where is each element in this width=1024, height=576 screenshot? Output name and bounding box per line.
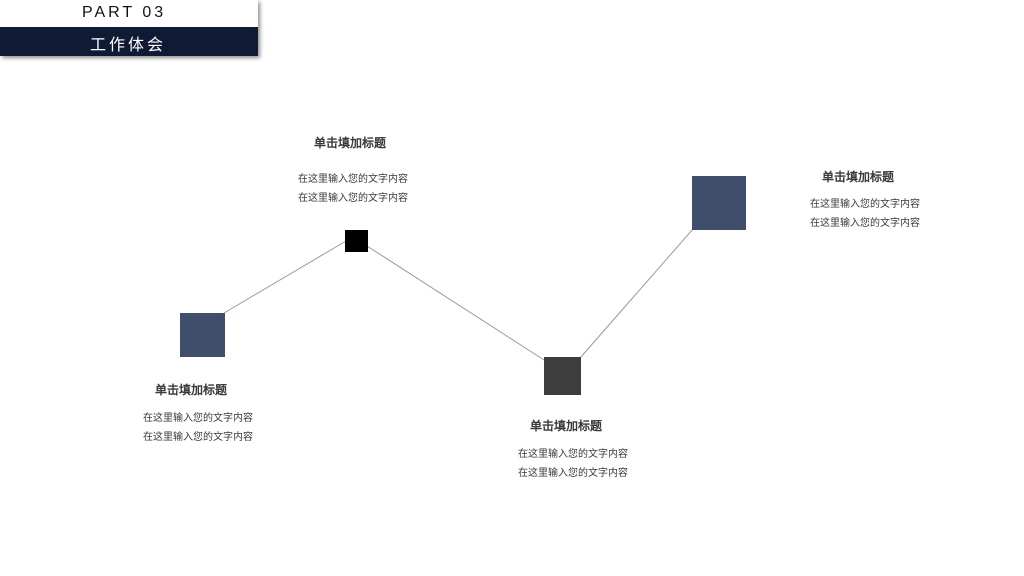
node-1-title: 单击填加标题: [154, 383, 227, 397]
node-marker-1: [180, 313, 225, 357]
node-3-title: 单击填加标题: [529, 419, 602, 433]
node-1-line-1: 在这里输入您的文字内容: [143, 413, 253, 424]
header-title-band: 工作体会: [0, 27, 258, 56]
node-2-line-1: 在这里输入您的文字内容: [298, 174, 408, 185]
node-3-line-2: 在这里输入您的文字内容: [518, 468, 628, 479]
node-marker-4: [692, 176, 746, 230]
part-label: PART 03: [82, 4, 167, 21]
node-3-line-1: 在这里输入您的文字内容: [518, 449, 628, 460]
section-title: 工作体会: [90, 35, 167, 54]
node-4-title: 单击填加标题: [821, 170, 894, 184]
connector-2-3: [366, 245, 545, 361]
node-2-title: 单击填加标题: [313, 136, 386, 150]
node-marker-3: [544, 357, 581, 395]
header-part-band: PART 03: [0, 0, 258, 27]
node-1-line-2: 在这里输入您的文字内容: [143, 432, 253, 443]
connector-1-2: [223, 240, 347, 314]
node-marker-2: [345, 230, 368, 252]
node-2-line-2: 在这里输入您的文字内容: [298, 193, 408, 204]
section-header: PART 03 工作体会: [0, 0, 258, 56]
node-4-line-2: 在这里输入您的文字内容: [810, 218, 920, 229]
node-4-line-1: 在这里输入您的文字内容: [810, 199, 920, 210]
connector-3-4: [579, 228, 694, 359]
